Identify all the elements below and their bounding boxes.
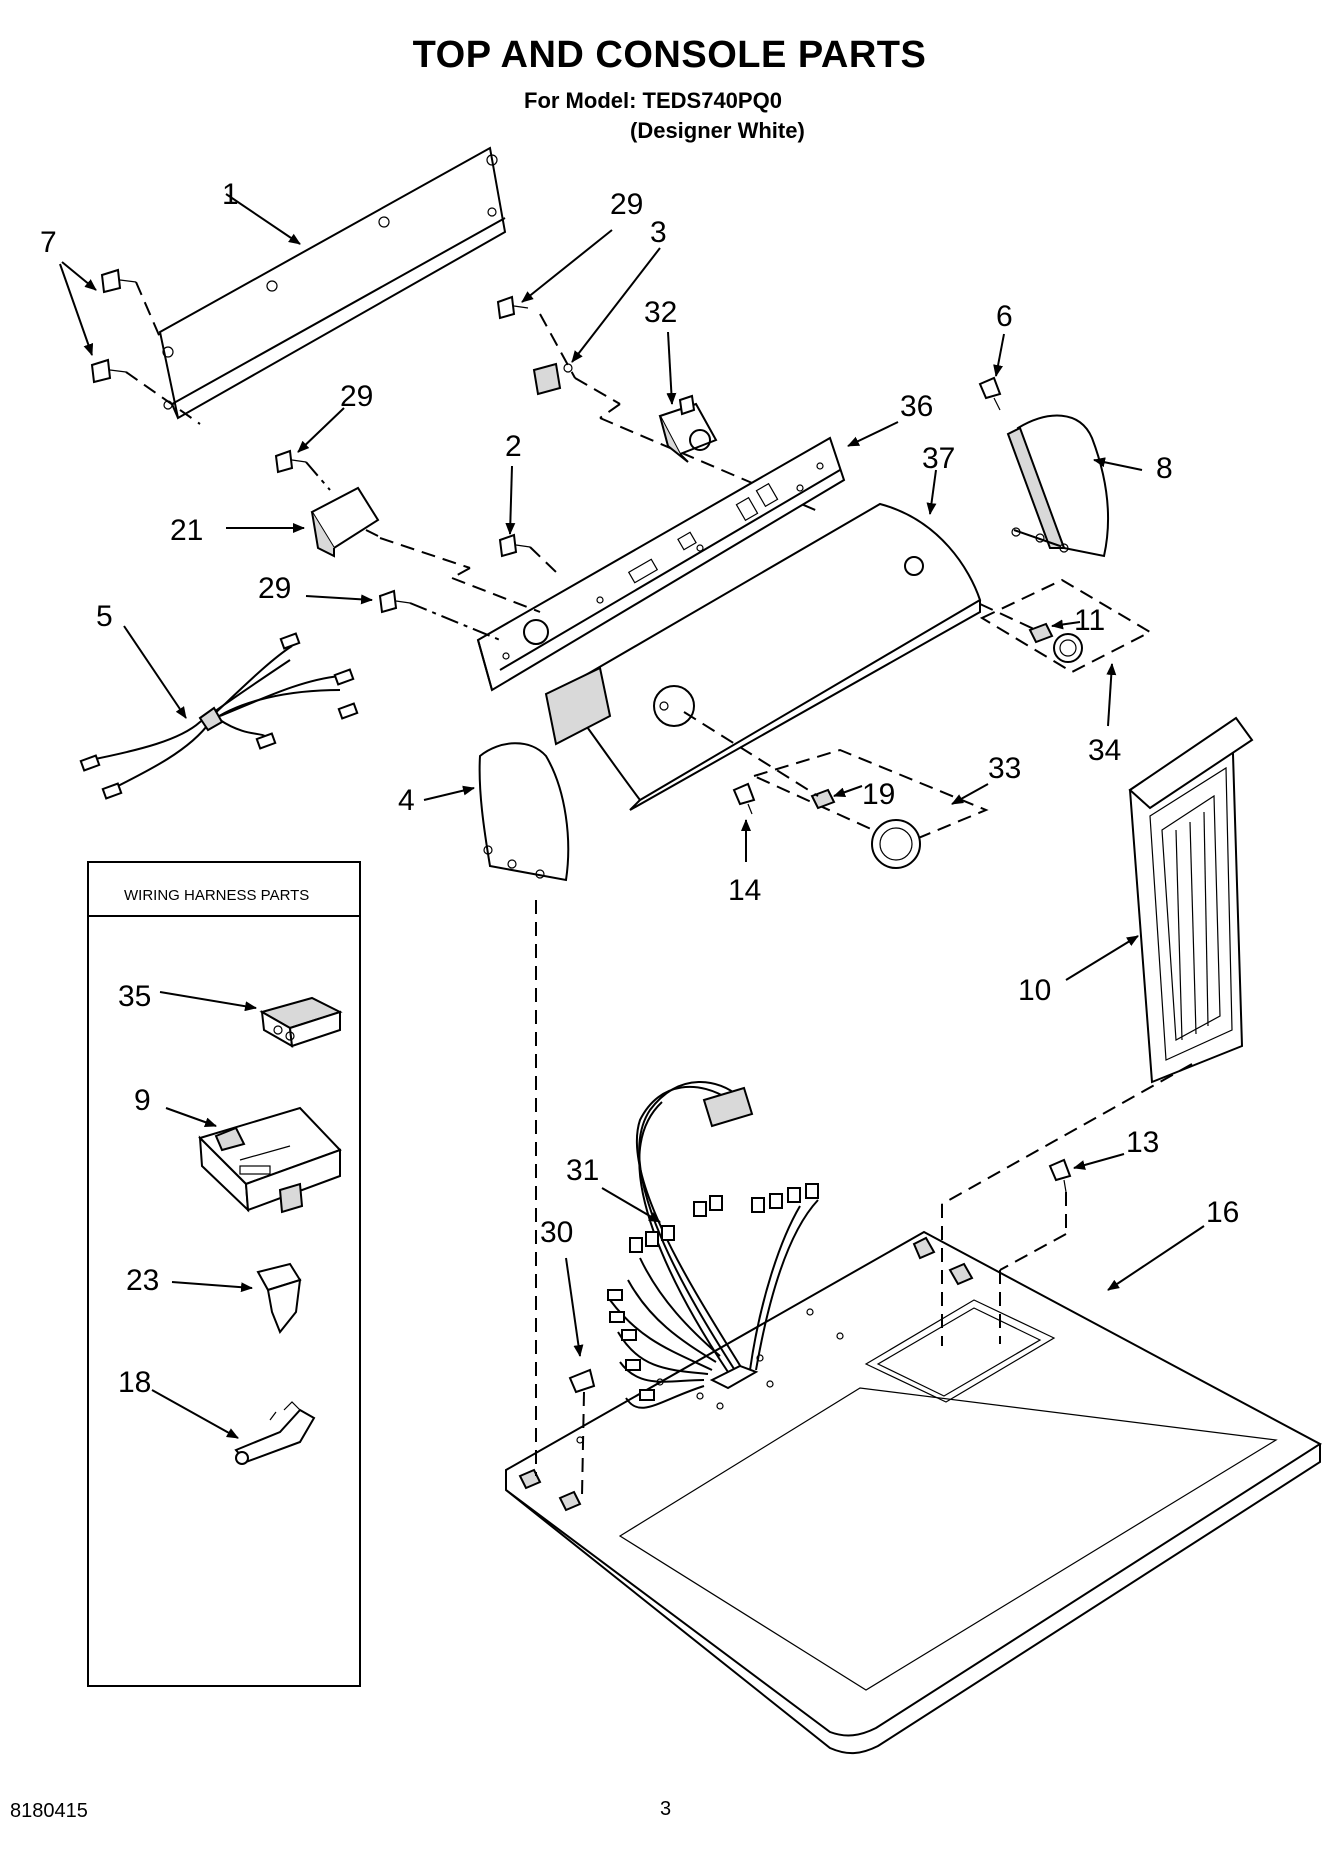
color-line: (Designer White): [630, 118, 805, 143]
callout-9: 9: [134, 1084, 151, 1117]
main-harness-part-31: [607, 1081, 819, 1409]
callout-23: 23: [126, 1264, 159, 1297]
screw-part-13: [1048, 1158, 1072, 1193]
callout-8: 8: [1156, 452, 1173, 485]
top-panel-part-16: [505, 1230, 1322, 1754]
callout-11: 11: [1074, 604, 1105, 637]
callout-21: 21: [170, 514, 203, 547]
callout-35: 35: [118, 980, 151, 1013]
knob-assembly-part-33: [751, 748, 989, 869]
callout-34: 34: [1088, 734, 1121, 767]
model-line: For Model: TEDS740PQ0: [524, 88, 782, 113]
end-cap-part-4: [478, 742, 570, 882]
callout-14: 14: [728, 874, 761, 907]
callout-32: 32: [644, 296, 677, 329]
screw-part-7: [90, 268, 137, 384]
connector-part-35: [259, 996, 343, 1048]
wiring-harness-parts-box: [87, 861, 361, 1687]
timer-part-21: [310, 486, 380, 558]
callout-30: 30: [540, 1216, 573, 1249]
callout-29-top: 29: [610, 188, 643, 221]
screw-part-2: [498, 533, 531, 558]
callout-29-mid: 29: [340, 380, 373, 413]
wiring-harness-part-5: [79, 632, 359, 800]
page-number: 3: [660, 1798, 672, 1820]
callout-3: 3: [650, 216, 667, 249]
callout-2: 2: [505, 430, 522, 463]
screw-part-29-mid: [274, 449, 307, 474]
screw-part-29-lower: [378, 589, 411, 614]
callout-1: 1: [222, 178, 239, 211]
callout-5: 5: [96, 600, 113, 633]
callout-18: 18: [118, 1366, 151, 1399]
wiring-box-title: WIRING HARNESS PARTS: [124, 887, 309, 904]
switch-part-32: [658, 394, 718, 463]
callout-16: 16: [1206, 1196, 1239, 1229]
rear-panel-part-1: [158, 146, 507, 420]
document-number: 8180415: [10, 1800, 88, 1822]
callout-33: 33: [988, 752, 1021, 785]
terminal-part-18: [234, 1401, 316, 1465]
callout-37: 37: [922, 442, 955, 475]
screw-part-6: [978, 376, 1002, 411]
clip-part-30: [568, 1368, 596, 1394]
callout-6: 6: [996, 300, 1013, 333]
console-cover-part-37: [544, 502, 982, 811]
callout-29-low: 29: [258, 572, 291, 605]
lint-screen-part-10: [1128, 716, 1254, 1084]
callout-13: 13: [1126, 1126, 1159, 1159]
screw-part-29-upper: [496, 295, 529, 320]
end-cap-part-8: [1006, 414, 1109, 558]
connector-part-3: [532, 362, 573, 396]
page-title: TOP AND CONSOLE PARTS: [412, 34, 927, 76]
screw-part-14: [732, 782, 756, 815]
callout-19: 19: [862, 778, 895, 811]
knob-assembly-part-34: [979, 578, 1153, 674]
clip-part-23: [256, 1262, 302, 1334]
terminal-block-part-9: [198, 1106, 342, 1214]
console-panel-part-36: [476, 436, 846, 692]
callout-36: 36: [900, 390, 933, 423]
callout-10: 10: [1018, 974, 1051, 1007]
callout-7: 7: [40, 226, 57, 259]
callout-4: 4: [398, 784, 415, 817]
callout-31: 31: [566, 1154, 599, 1187]
